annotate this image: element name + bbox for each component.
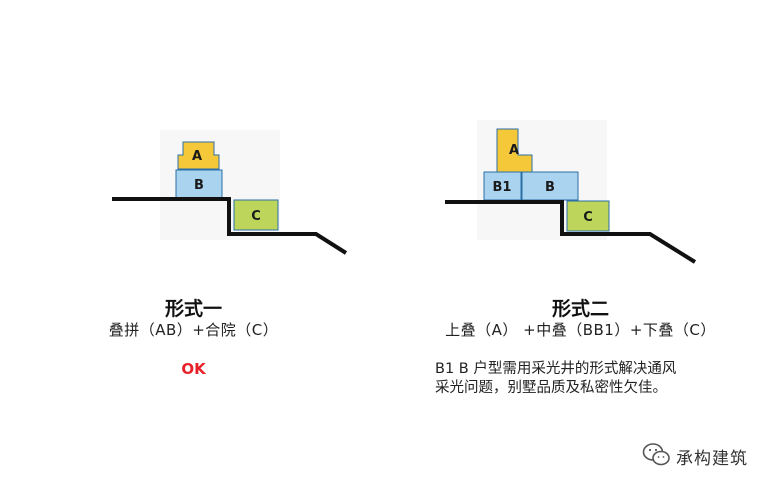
left-unit-c-label: C: [251, 209, 261, 224]
right-unit-c-label: C: [583, 210, 593, 225]
left-unit-c: [233, 199, 279, 231]
left-section-diagram: A B C: [112, 130, 348, 255]
right-subtitle: 上叠（A） +中叠（BB1）+下叠（C）: [445, 321, 716, 339]
left-verdict-badge: OK: [181, 360, 206, 378]
left-unit-a: [177, 141, 220, 170]
right-unit-b-label: B: [545, 180, 555, 195]
right-title: 形式二: [551, 298, 609, 320]
right-unit-b: [521, 171, 579, 201]
left-unit-a-label: A: [192, 149, 202, 164]
watermark-text: 承构建筑: [676, 449, 748, 469]
right-note-line-2: 采光问题，别墅品质及私密性欠佳。: [435, 380, 667, 396]
right-unit-a-label: A: [509, 143, 519, 158]
right-unit-c: [566, 200, 610, 232]
right-unit-b1-label: B1: [493, 180, 512, 195]
right-note-line-1: B1 B 户型需用采光井的形式解决通风: [435, 361, 677, 377]
right-panel: A B1 B C 形式二 上叠（A） +中叠（BB1）+下叠（C） B1 B 户…: [387, 0, 774, 488]
left-subtitle: 叠拼（AB）+合院（C）: [108, 321, 279, 339]
left-panel: A B C 形式一 叠拼（AB）+合院（C） OK: [108, 130, 348, 378]
right-ground-line: [445, 200, 697, 264]
wechat-icon: [642, 443, 670, 466]
right-unit-b1: [483, 171, 522, 201]
left-ground-line: [112, 197, 348, 255]
right-section-diagram: A B1 B C: [445, 120, 697, 264]
left-unit-b-label: B: [194, 178, 204, 193]
left-title: 形式一: [164, 298, 222, 320]
watermark: 承构建筑: [640, 440, 765, 470]
